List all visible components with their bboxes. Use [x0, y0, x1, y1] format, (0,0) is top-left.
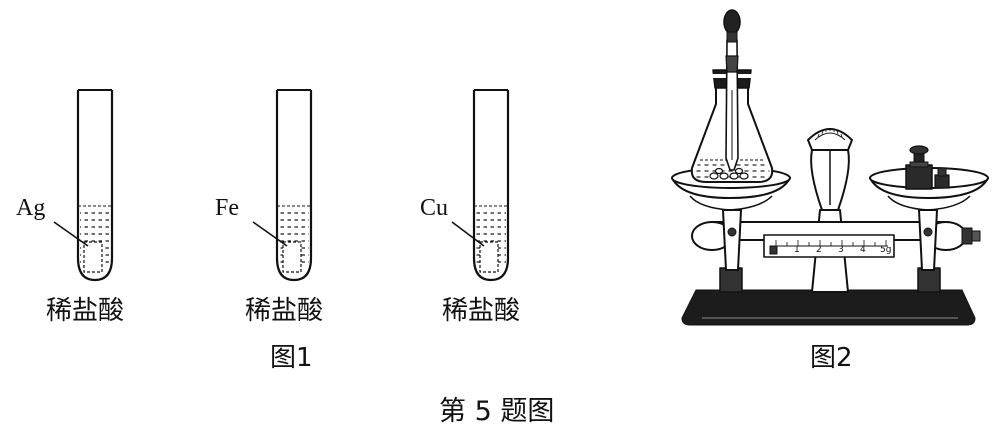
scale-tick-2: 2	[816, 245, 822, 255]
liquid-label-3: 稀盐酸	[442, 296, 521, 326]
figure1-label: 图1	[270, 343, 313, 373]
scale-tick-1: 1	[794, 245, 800, 255]
test-tube-ag	[53, 89, 114, 282]
metal-label-ag: Ag	[16, 195, 46, 221]
figure-caption: 第 5 题图	[439, 396, 555, 427]
figure2-label: 图2	[810, 343, 853, 373]
pointer-line-ag	[53, 221, 89, 247]
metal-strip-fe	[282, 241, 302, 273]
liquid-label-1: 稀盐酸	[46, 296, 125, 326]
balance-base	[681, 289, 976, 326]
metal-strip-cu	[479, 241, 499, 273]
pointer-line-fe	[252, 221, 288, 247]
pointer-line-cu	[451, 221, 485, 247]
scale-tick-4: 4	[860, 245, 866, 255]
metal-label-fe: Fe	[215, 195, 239, 221]
scale-tick-3: 3	[838, 245, 844, 255]
dropper	[723, 9, 741, 171]
test-tube-fe	[252, 89, 313, 282]
metal-strip-ag	[83, 241, 103, 273]
scale-tick-5: 5g	[880, 245, 892, 255]
test-tube-cu	[451, 89, 510, 282]
weights	[905, 145, 950, 190]
metal-label-cu: Cu	[420, 195, 449, 221]
liquid-label-2: 稀盐酸	[245, 296, 324, 326]
balance-apparatus	[671, 9, 989, 326]
